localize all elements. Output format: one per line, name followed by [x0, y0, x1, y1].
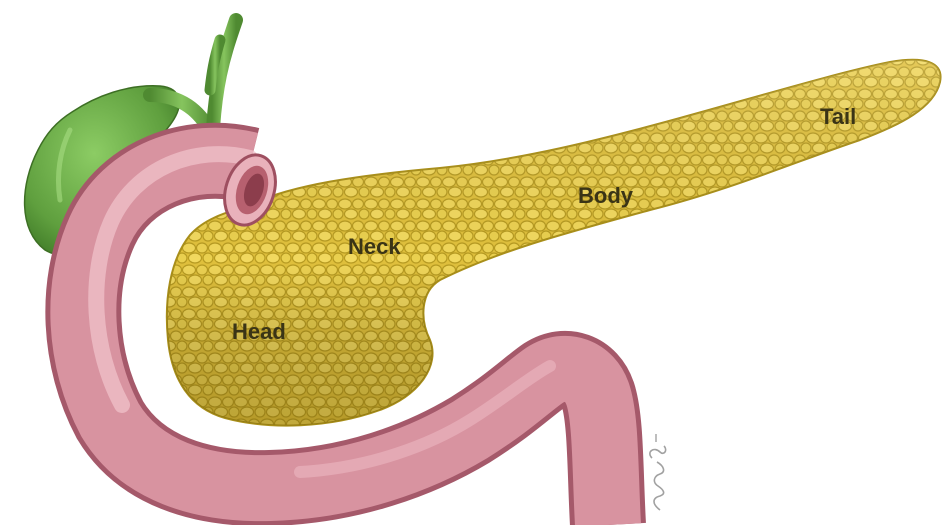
- label-neck: Neck: [348, 234, 401, 259]
- label-tail: Tail: [820, 104, 856, 129]
- label-head: Head: [232, 319, 286, 344]
- label-body: Body: [578, 183, 634, 208]
- artist-signature: [650, 434, 666, 510]
